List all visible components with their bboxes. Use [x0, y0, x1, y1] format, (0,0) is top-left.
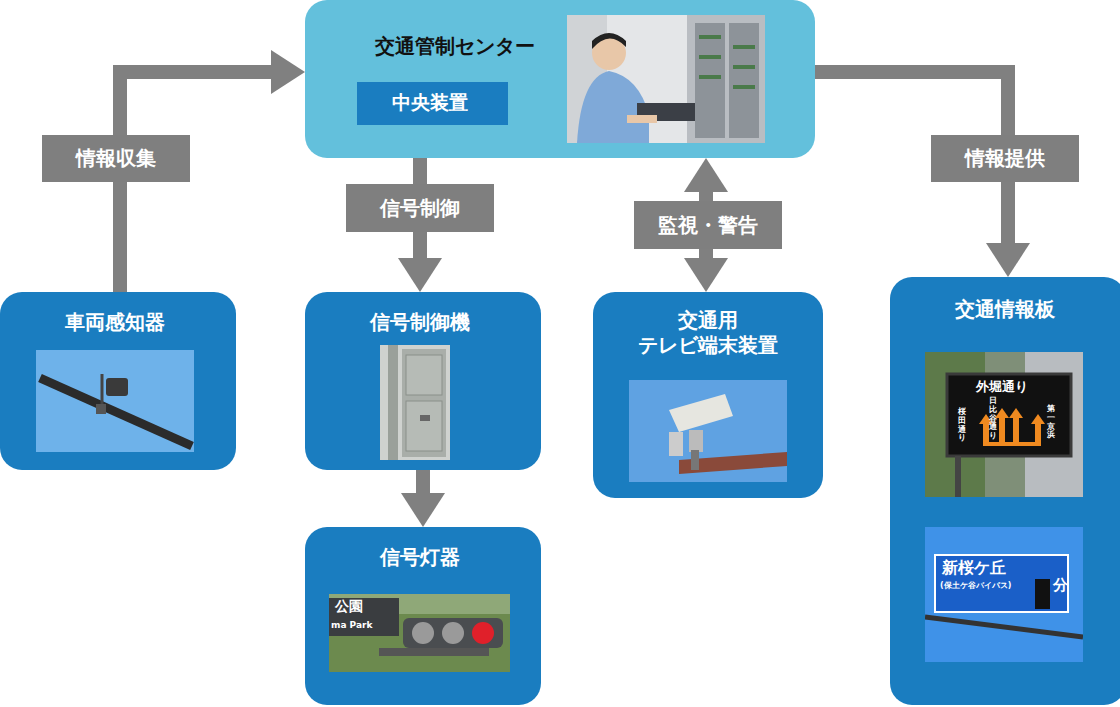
- photo-shape: [1009, 408, 1023, 418]
- photo-shape: [699, 75, 721, 79]
- flow-label: 信号制御: [346, 184, 494, 232]
- photo-shape: [733, 65, 755, 69]
- photo-shape: [699, 35, 755, 89]
- photo-shape: [629, 380, 787, 482]
- photo-shape: [669, 432, 683, 456]
- photo-shape: [983, 442, 1041, 446]
- photo-shape: [388, 345, 398, 460]
- sign-text: (保土ケ谷バイパス): [940, 582, 1011, 591]
- photo-shape: [472, 622, 494, 644]
- photo-shape: [442, 622, 464, 644]
- arrow-head: [271, 50, 305, 94]
- photo-shape: [983, 422, 989, 444]
- box-title: 交通情報板: [890, 277, 1120, 322]
- flow-arrow: [401, 470, 445, 527]
- photo-shape: [36, 350, 194, 452]
- system-box: 車両感知器: [0, 292, 236, 470]
- photo-illustration: [567, 15, 765, 143]
- photo-shape: [691, 450, 699, 470]
- photo-shape: [1035, 579, 1050, 609]
- photo-shape: [412, 622, 434, 644]
- photo-shape: [567, 15, 765, 143]
- system-box: 交通管制センター中央装置: [305, 0, 815, 158]
- box-title: 信号灯器: [305, 527, 535, 570]
- sign-text: 第一京浜: [1047, 405, 1055, 440]
- photo-shape: [329, 594, 510, 672]
- flow-label: 監視・警告: [634, 201, 782, 249]
- photo-shape: [380, 345, 450, 460]
- photo-shape: [106, 378, 128, 396]
- photo-shape: [627, 115, 657, 123]
- box-title: 信号制御機: [305, 292, 535, 335]
- arrow-head: [986, 243, 1030, 277]
- photo-shape: [402, 349, 446, 457]
- system-box: 交通用 テレビ端末装置: [593, 292, 823, 498]
- photo-shape: [955, 456, 961, 497]
- arrow-head: [684, 158, 728, 192]
- box-title: 中央装置: [357, 82, 502, 115]
- box-title: 交通用 テレビ端末装置: [613, 292, 803, 358]
- arrow-head: [398, 258, 442, 292]
- sign-text: 桜田通り: [958, 408, 966, 443]
- photo-shape: [999, 416, 1005, 444]
- photo-shape: [695, 23, 725, 138]
- photo-shape: [699, 55, 721, 59]
- photo-shape: [1031, 414, 1045, 424]
- sign-text: 外堀通り: [976, 380, 1028, 394]
- photo-shape: [406, 401, 442, 451]
- box-title: 交通管制センター: [335, 0, 575, 59]
- sign-text: 公園: [335, 599, 363, 614]
- photo-shape: [689, 430, 703, 452]
- photo-illustration: [629, 380, 787, 482]
- photo-shape: [40, 378, 192, 446]
- photo-shape: [96, 404, 106, 414]
- photo-shape: [329, 598, 399, 636]
- box-title: 車両感知器: [0, 292, 230, 335]
- system-box: 交通情報板外堀通り桜田通り 日比谷通り 第一京浜新桜ケ丘 (保土ケ谷バイパス) 分: [890, 277, 1120, 705]
- photo-shape: [101, 374, 104, 408]
- photo-shape: [925, 527, 1083, 662]
- photo-shape: [733, 45, 755, 49]
- photo-shape: [329, 594, 510, 614]
- photo-shape: [1013, 416, 1019, 444]
- photo-shape: [995, 408, 1009, 418]
- photo-shape: [935, 555, 1068, 612]
- photo-shape: [403, 618, 503, 648]
- photo-shape: [733, 85, 755, 89]
- flow-label: 情報収集: [42, 135, 190, 182]
- photo-illustration: [925, 352, 1083, 497]
- device-box: 中央装置: [357, 82, 508, 125]
- sign-text: 分: [1053, 577, 1068, 594]
- sign-text: 新桜ケ丘: [942, 559, 1006, 577]
- photo-shape: [669, 394, 733, 432]
- system-box: 信号制御機: [305, 292, 541, 470]
- flow-label: 情報提供: [931, 135, 1079, 182]
- arrow-head: [401, 493, 445, 527]
- photo-illustration: [36, 350, 194, 452]
- photo-shape: [925, 352, 1083, 497]
- photo-shape: [925, 617, 1083, 637]
- photo-shape: [1035, 422, 1041, 444]
- arrow-line: [416, 470, 430, 495]
- sign-text: 日比谷通り: [989, 397, 997, 441]
- photo-shape: [699, 35, 721, 39]
- arrow-head: [684, 258, 728, 292]
- photo-shape: [406, 355, 442, 395]
- photo-shape: [379, 648, 489, 656]
- photo-shape: [947, 374, 1071, 456]
- photo-shape: [729, 23, 759, 138]
- system-box: 信号灯器公園 ma Park: [305, 527, 541, 705]
- photo-shape: [592, 33, 626, 49]
- arrow-line: [120, 72, 273, 292]
- sign-text: ma Park: [331, 621, 372, 631]
- photo-illustration: [380, 345, 450, 460]
- photo-shape: [979, 408, 1045, 446]
- photo-illustration: [925, 527, 1083, 662]
- photo-shape: [420, 415, 430, 421]
- photo-shape: [687, 15, 765, 143]
